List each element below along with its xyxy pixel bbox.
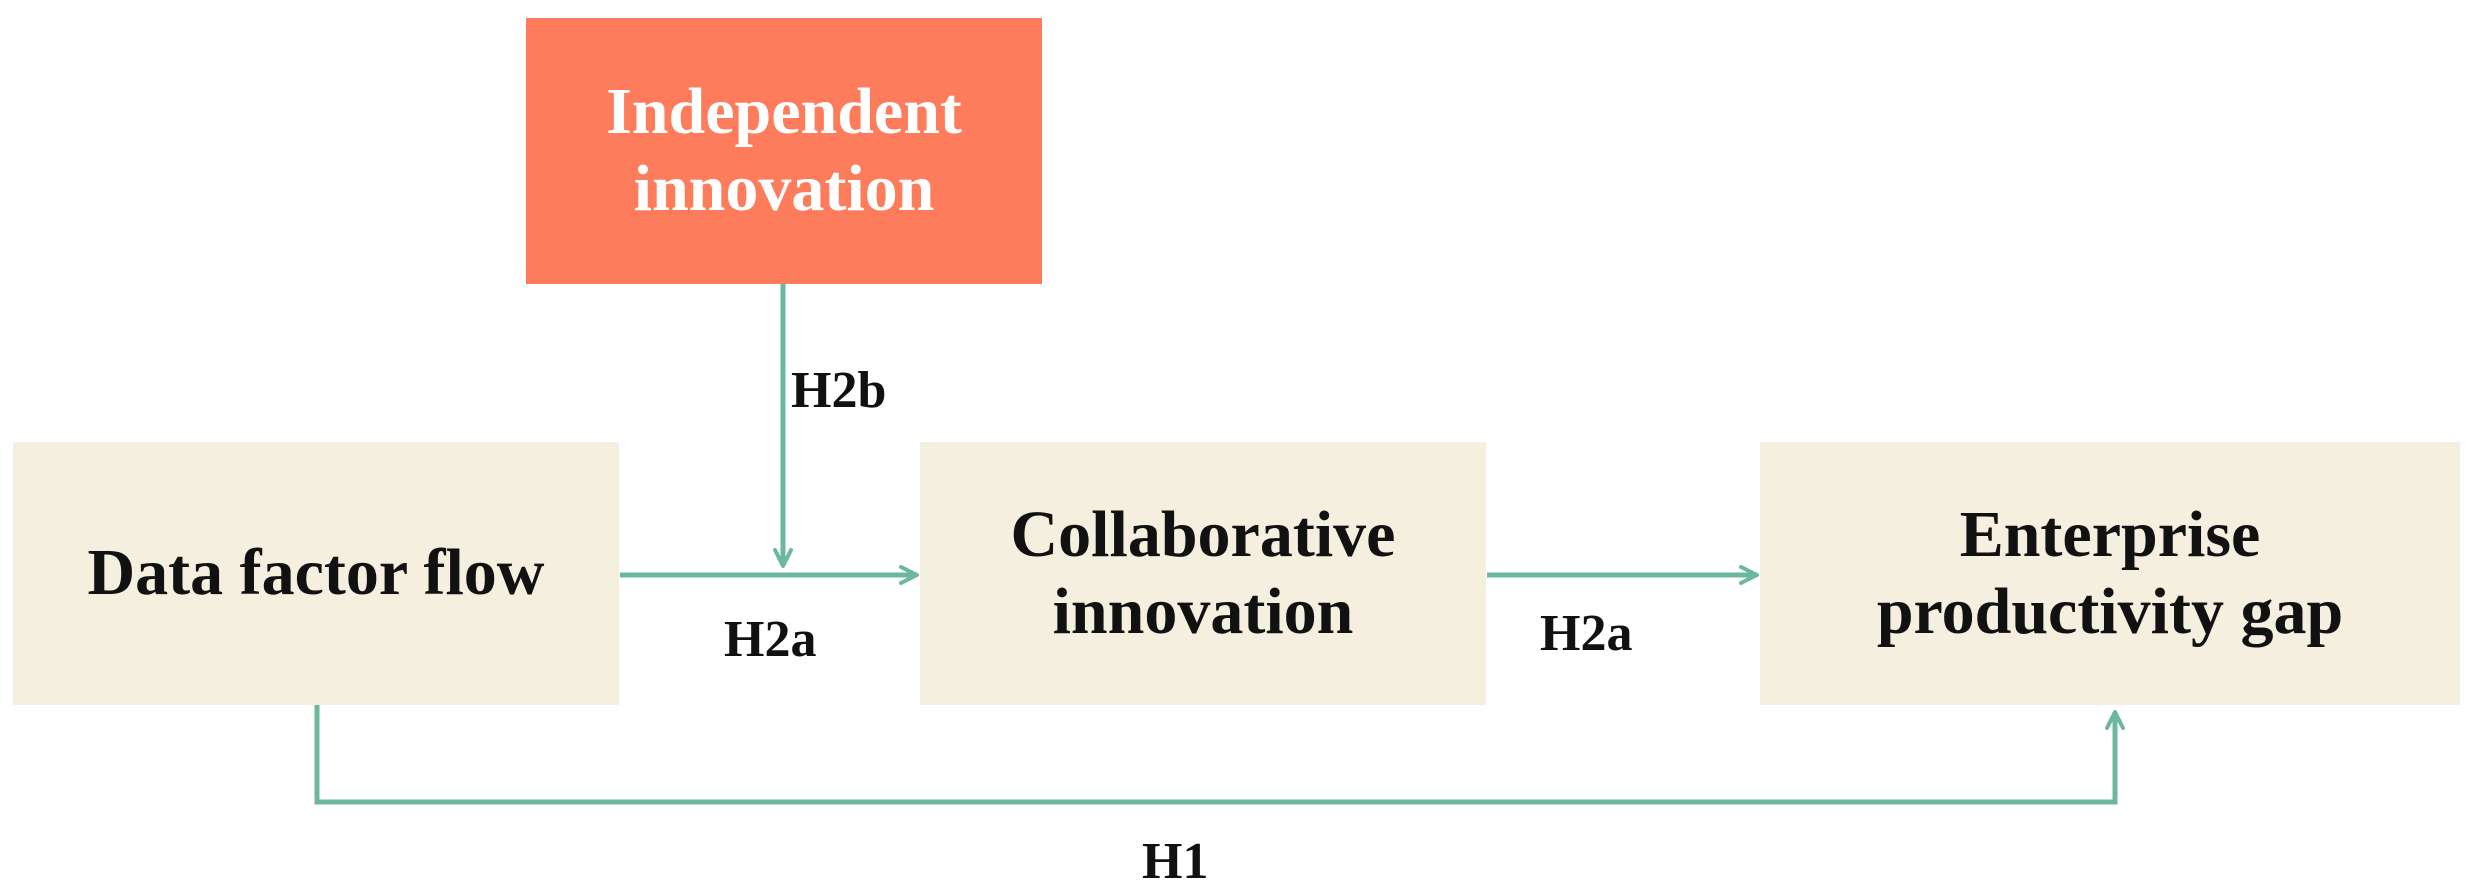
node-enterprise-line2: productivity gap [1876, 574, 2344, 648]
label-h2a-right: H2a [1540, 605, 1633, 662]
label-h1: H1 [1142, 833, 1209, 890]
node-collaborative-line2: innovation [1052, 574, 1354, 648]
label-h2b: H2b [791, 362, 887, 419]
node-independent-line1: Independent [606, 75, 962, 149]
label-h2a-left: H2a [724, 611, 817, 668]
node-collaborative-line1: Collaborative [1010, 497, 1396, 571]
node-data-flow-line1: Data factor flow [87, 536, 545, 610]
node-independent-line2: innovation [633, 152, 935, 225]
arrow-h1 [314, 705, 2125, 805]
node-data-factor-flow: Data factor flow [13, 442, 619, 705]
node-independent-innovation: Independent innovation [526, 18, 1042, 284]
node-enterprise-line1: Enterprise [1959, 497, 2261, 571]
node-enterprise-productivity-gap: Enterprise productivity gap [1760, 442, 2460, 705]
node-collaborative-innovation: Collaborative innovation [920, 442, 1486, 705]
